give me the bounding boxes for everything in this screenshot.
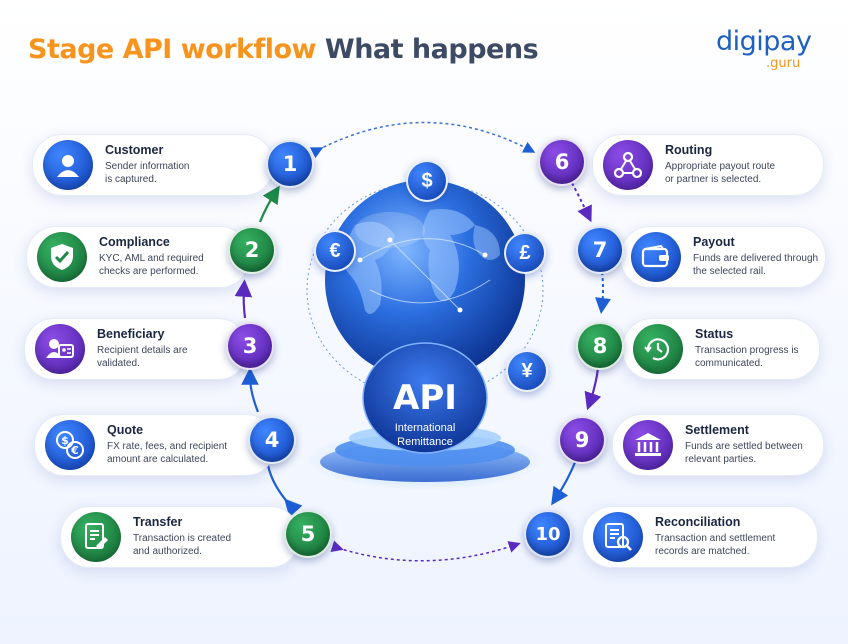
euro-coin-icon: € bbox=[314, 230, 356, 272]
step-desc: Recipient details are validated. bbox=[97, 345, 188, 369]
step-desc: Transaction and settlement records are m… bbox=[655, 533, 776, 557]
clock-refresh-icon bbox=[633, 324, 683, 374]
step-title: Reconciliation bbox=[655, 515, 741, 529]
step-title: Compliance bbox=[99, 235, 170, 249]
route-nodes-icon bbox=[603, 140, 653, 190]
title-highlight: Stage API workflow bbox=[28, 34, 317, 65]
step-desc: Transaction is created and authorized. bbox=[133, 533, 232, 557]
continent-africa-europe bbox=[422, 209, 475, 302]
bank-icon bbox=[623, 420, 673, 470]
step-card-compliance: Compliance KYC, AML and required checks … bbox=[26, 226, 250, 288]
step-number-7: 7 bbox=[576, 226, 624, 274]
api-sub-line2: Remittance bbox=[397, 436, 453, 448]
continent-asia bbox=[473, 225, 500, 260]
step-desc: FX rate, fees, and recipient amount are … bbox=[107, 441, 228, 465]
dollar-coin-icon: $ bbox=[406, 160, 448, 202]
step-title: Customer bbox=[105, 143, 164, 157]
step-card-quote: $€ Quote FX rate, fees, and recipient am… bbox=[34, 414, 276, 476]
step-desc: Appropriate payout route or partner is s… bbox=[665, 161, 776, 185]
step-title: Beneficiary bbox=[97, 327, 165, 341]
svg-text:$: $ bbox=[61, 434, 69, 447]
step-title: Status bbox=[695, 327, 734, 341]
arrow-1-6 bbox=[309, 121, 536, 159]
step-title: Routing bbox=[665, 143, 713, 157]
step-desc: Transaction progress is communicated. bbox=[695, 345, 799, 369]
api-badge bbox=[362, 342, 488, 454]
arrow-8-9 bbox=[584, 367, 602, 411]
step-card-settlement: Settlement Funds are settled between rel… bbox=[612, 414, 824, 476]
arrow-9-10 bbox=[551, 459, 578, 506]
shield-check-icon bbox=[37, 232, 87, 282]
pound-coin-icon: £ bbox=[504, 232, 546, 274]
step-title: Settlement bbox=[685, 423, 749, 437]
arrow-5-4 bbox=[266, 464, 303, 518]
arrow-3-2 bbox=[234, 279, 253, 319]
step-number-4: 4 bbox=[248, 416, 296, 464]
step-number-3: 3 bbox=[226, 322, 274, 370]
api-sub-line1: International bbox=[394, 422, 456, 434]
step-card-routing: Routing Appropriate payout route or part… bbox=[592, 134, 824, 196]
arrow-5-10 bbox=[330, 540, 521, 562]
step-card-reconciliation: Reconciliation Transaction and settlemen… bbox=[582, 506, 818, 568]
step-card-transfer: Transfer Transaction is created and auth… bbox=[60, 506, 300, 568]
logo-word: digipay bbox=[716, 26, 812, 57]
step-desc: KYC, AML and required checks are perform… bbox=[99, 253, 204, 277]
currency-exchange-icon: $€ bbox=[45, 420, 95, 470]
step-number-2: 2 bbox=[228, 226, 276, 274]
continent-americas bbox=[343, 221, 395, 314]
title-rest: What happens bbox=[324, 34, 539, 65]
arrow-7-8 bbox=[595, 271, 611, 314]
globe-graphic bbox=[305, 180, 545, 490]
document-search-icon bbox=[593, 512, 643, 562]
arrow-2-1 bbox=[258, 185, 280, 223]
page-title: Stage API workflow What happens bbox=[28, 34, 539, 65]
step-desc: Sender information is captured. bbox=[105, 161, 190, 185]
network-lines bbox=[359, 238, 491, 311]
svg-text:€: € bbox=[70, 444, 79, 457]
arrow-4-3 bbox=[241, 367, 260, 413]
yen-coin-icon: ¥ bbox=[506, 350, 548, 392]
arrow-6-7 bbox=[571, 182, 592, 223]
step-title: Transfer bbox=[133, 515, 183, 529]
step-card-customer: Customer Sender information is captured. bbox=[32, 134, 274, 196]
step-number-9: 9 bbox=[558, 416, 606, 464]
step-number-6: 6 bbox=[538, 138, 586, 186]
brand-logo: digipay .guru bbox=[716, 26, 826, 76]
globe-illustration: API International Remittance bbox=[300, 180, 550, 500]
id-card-icon bbox=[35, 324, 85, 374]
step-desc: Funds are delivered through the selected… bbox=[693, 253, 819, 277]
step-number-8: 8 bbox=[576, 322, 624, 370]
wallet-icon bbox=[631, 232, 681, 282]
step-number-1: 1 bbox=[266, 140, 314, 188]
document-sign-icon bbox=[71, 512, 121, 562]
step-number-5: 5 bbox=[284, 510, 332, 558]
step-title: Payout bbox=[693, 235, 735, 249]
api-label: API bbox=[393, 378, 457, 418]
user-icon bbox=[43, 140, 93, 190]
step-title: Quote bbox=[107, 423, 144, 437]
step-card-beneficiary: Beneficiary Recipient details are valida… bbox=[24, 318, 248, 380]
step-card-status: Status Transaction progress is communica… bbox=[622, 318, 820, 380]
orbit-ring bbox=[306, 181, 544, 399]
step-card-payout: Payout Funds are delivered through the s… bbox=[620, 226, 826, 288]
step-number-10: 10 bbox=[524, 510, 572, 558]
logo-sub: .guru bbox=[766, 56, 801, 71]
step-desc: Funds are settled between relevant parti… bbox=[685, 441, 803, 465]
